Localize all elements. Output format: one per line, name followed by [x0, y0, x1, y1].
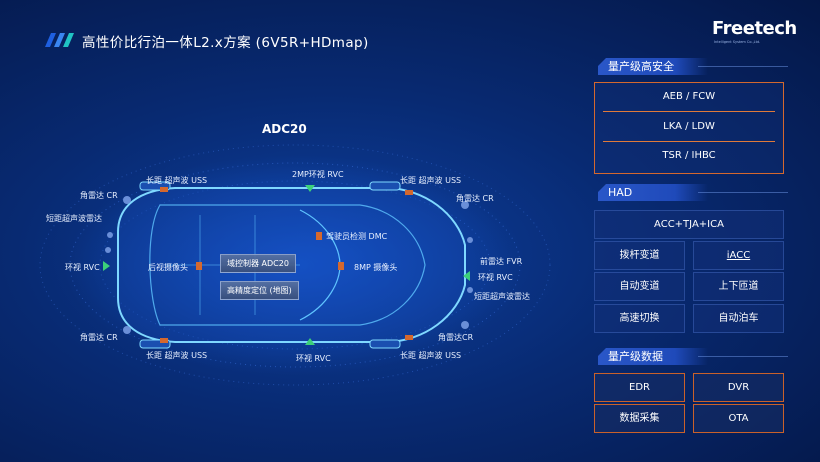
- label-cr-tl: 角雷达 CR: [80, 191, 118, 200]
- safety-item: LKA / LDW: [663, 121, 715, 132]
- label-short-uss-r: 短距超声波雷达: [474, 292, 530, 301]
- had-feature: 上下匝道: [693, 272, 784, 301]
- safety-divider: [603, 141, 775, 142]
- had-feature: 高速切换: [594, 304, 685, 333]
- freetech-logo: Freetech Intelligent System Co.,Ltd.: [706, 18, 798, 44]
- data-feature: OTA: [693, 404, 784, 433]
- diagram-title: ADC20: [262, 122, 307, 136]
- label-long-uss-bl: 长距 超声波 USS: [146, 351, 208, 360]
- label-short-uss-l: 短距超声波雷达: [46, 214, 102, 223]
- had-feature: iACC: [693, 241, 784, 270]
- label-cr-br: 角雷达CR: [438, 333, 474, 342]
- data-feature: DVR: [693, 373, 784, 402]
- label-rvc-right: 环视 RVC: [478, 273, 513, 282]
- label-long-uss-br: 长距 超声波 USS: [400, 351, 462, 360]
- data-feature: 数据采集: [594, 404, 685, 433]
- label-rvc-bottom: 环视 RVC: [296, 354, 331, 363]
- section-heading-had: HAD: [598, 184, 708, 201]
- safety-item: AEB / FCW: [662, 91, 716, 102]
- label-fvr: 前雷达 FVR: [480, 257, 523, 266]
- domain-controller-box: 域控制器 ADC20: [220, 254, 296, 273]
- page-title: 高性价比行泊一体L2.x方案 (6V5R+HDmap): [82, 35, 369, 51]
- had-feature: 自动泊车: [693, 304, 784, 333]
- section-divider: [698, 356, 788, 357]
- label-long-uss-tl: 长距 超声波 USS: [146, 176, 208, 185]
- label-rvc-top: 2MP环视 RVC: [292, 170, 344, 179]
- safety-item: TSR / IHBC: [662, 150, 716, 161]
- data-feature: EDR: [594, 373, 685, 402]
- section-divider: [698, 66, 788, 67]
- label-rear-camera: 后视摄像头: [148, 263, 188, 272]
- section-divider: [698, 192, 788, 193]
- had-feature: 拨杆变道: [594, 241, 685, 270]
- safety-divider: [603, 111, 775, 112]
- had-feature: 自动变道: [594, 272, 685, 301]
- section-heading-data: 量产级数据: [598, 348, 708, 365]
- label-cr-bl: 角雷达 CR: [80, 333, 118, 342]
- logo-subtext: Intelligent System Co.,Ltd.: [714, 40, 761, 44]
- label-long-uss-tr: 长距 超声波 USS: [400, 176, 462, 185]
- section-heading-safety: 量产级高安全: [598, 58, 708, 75]
- hd-positioning-box: 高精度定位 (地图): [220, 281, 299, 300]
- title-slash-icon: [45, 33, 74, 47]
- label-8mp-camera: 8MP 摄像头: [354, 263, 398, 272]
- label-rvc-left: 环视 RVC: [65, 263, 100, 272]
- logo-text: Freetech: [712, 18, 797, 39]
- had-feature-wide: ACC+TJA+ICA: [594, 210, 784, 239]
- safety-card: AEB / FCW LKA / LDW TSR / IHBC: [594, 82, 784, 174]
- label-cr-tr: 角雷达 CR: [456, 194, 494, 203]
- label-dmc: 驾驶员检测 DMC: [326, 232, 388, 241]
